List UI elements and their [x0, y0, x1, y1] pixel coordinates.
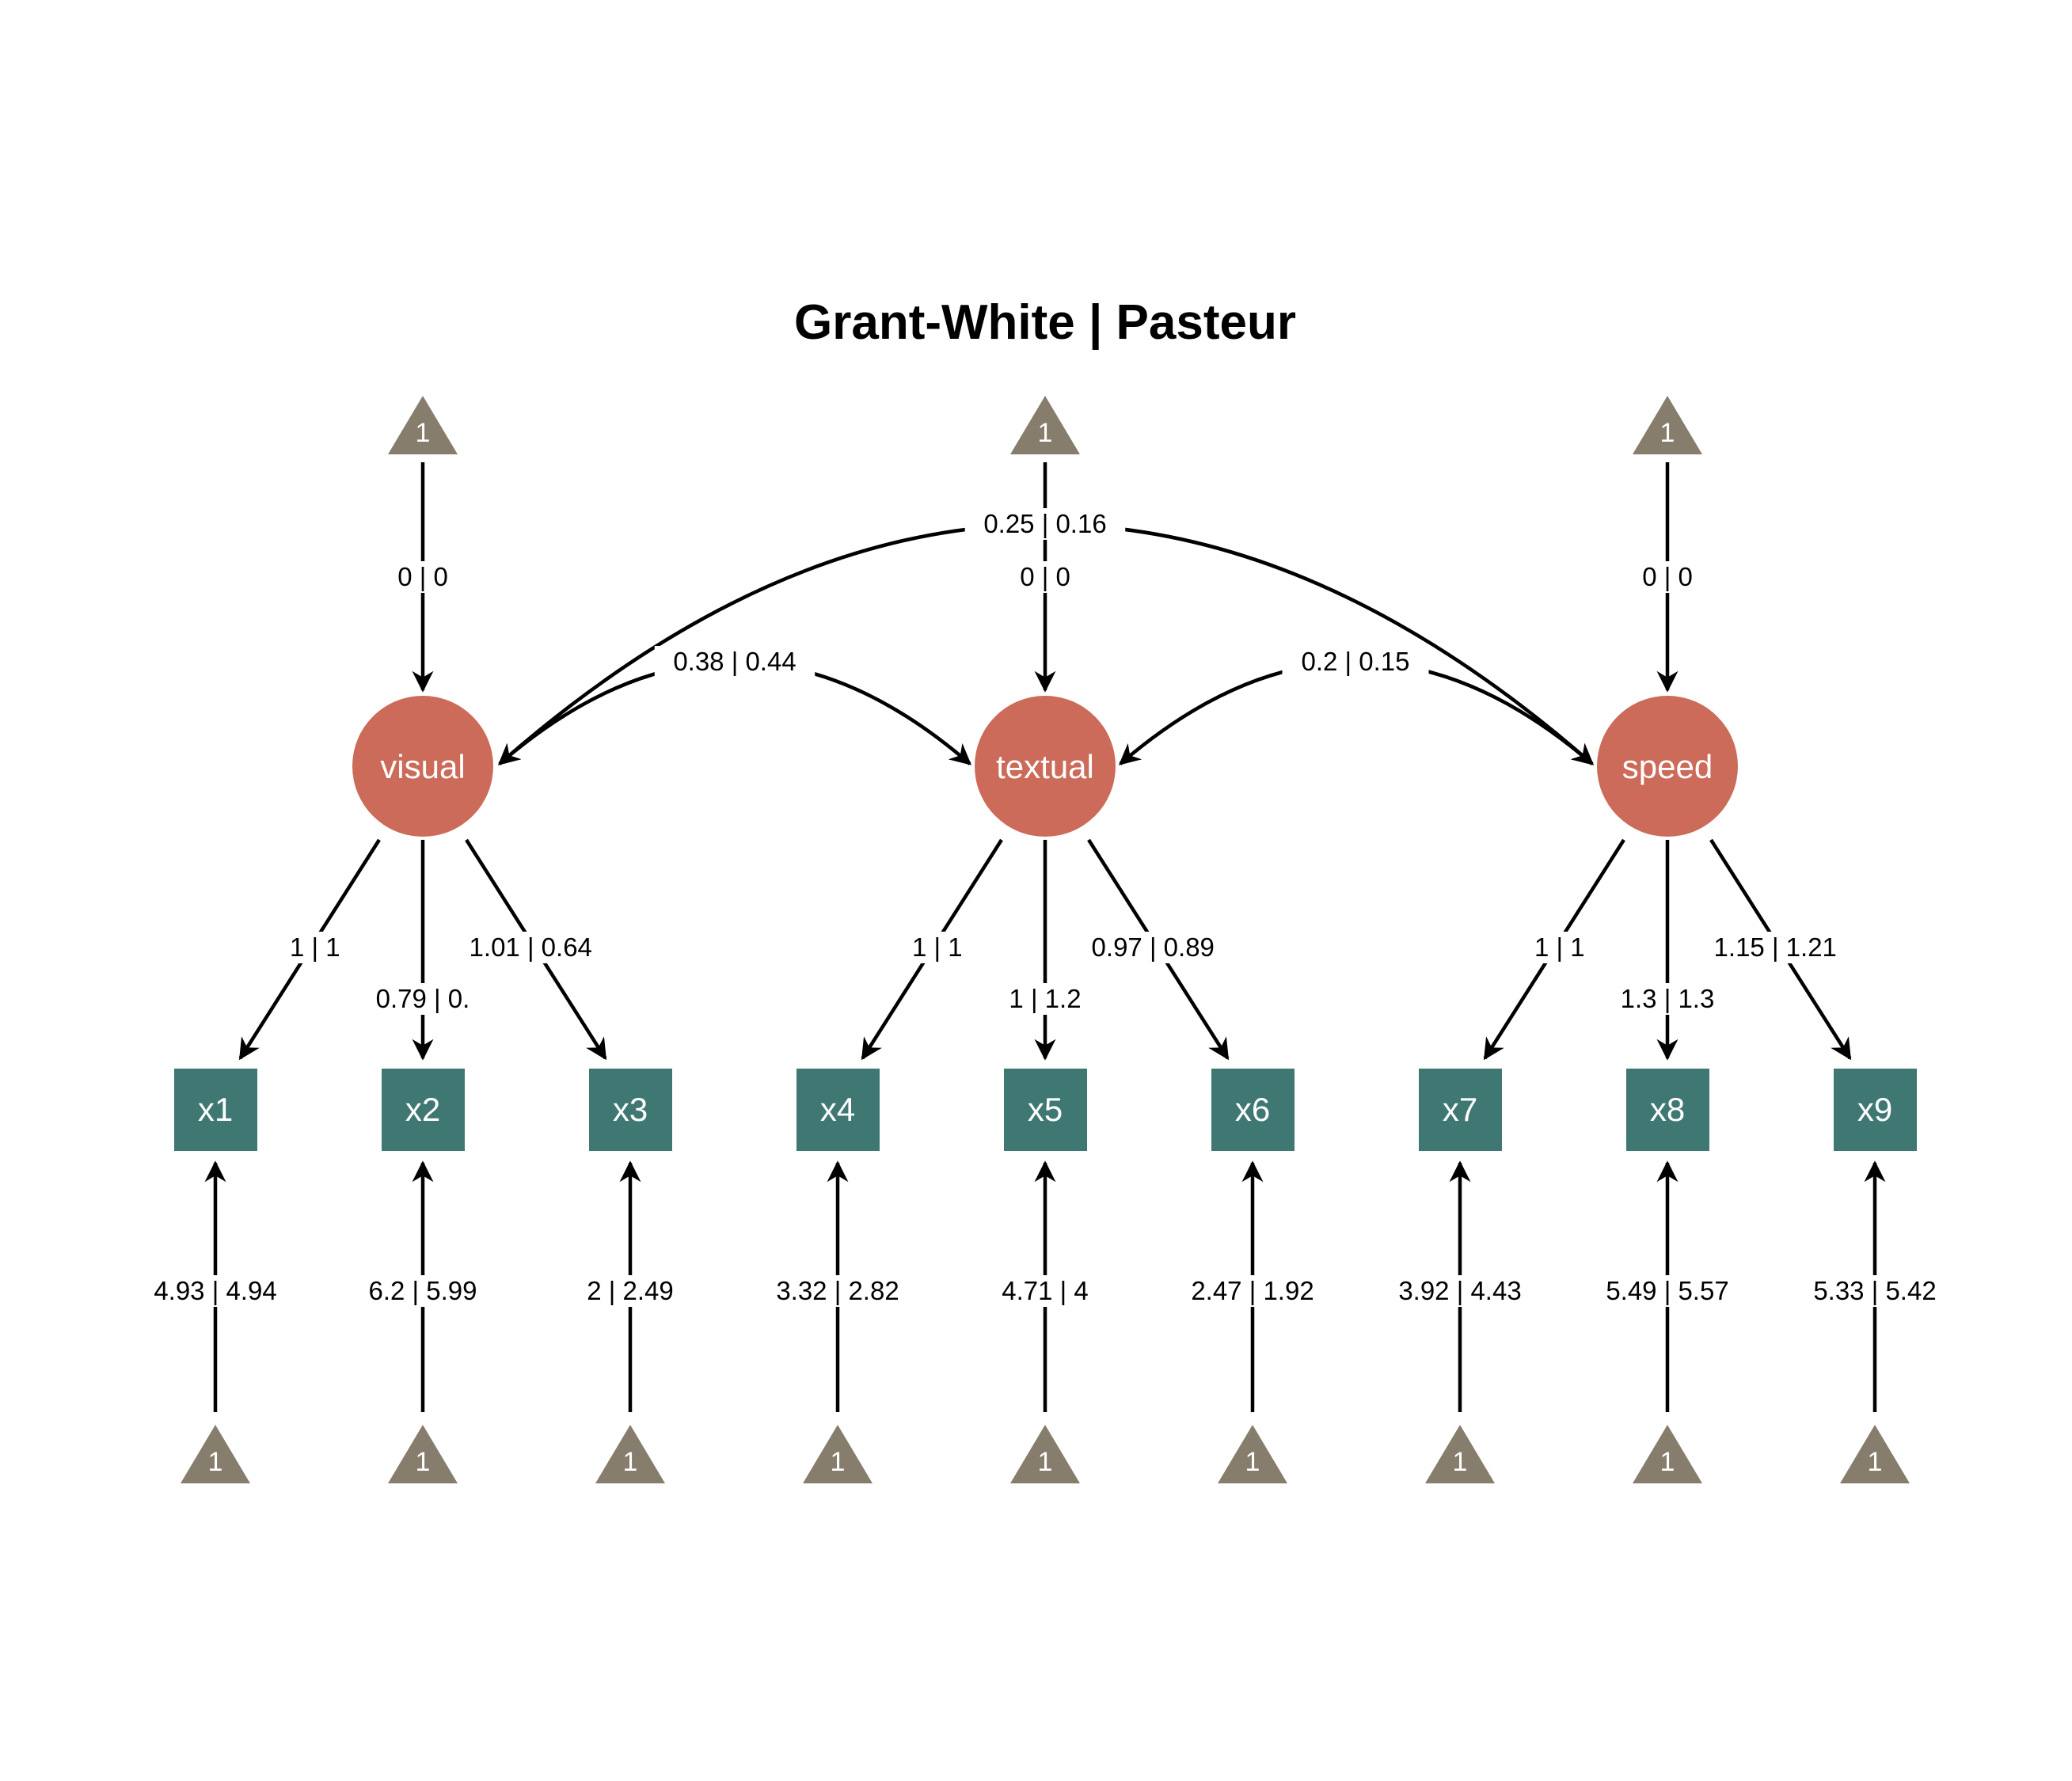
- loading-label-x5: 1 | 1.2: [992, 983, 1098, 1015]
- svg-text:0.97 | 0.89: 0.97 | 0.89: [1092, 932, 1215, 962]
- intercept-label-x1: 4.93 | 4.94: [135, 1275, 296, 1307]
- svg-text:x6: x6: [1235, 1091, 1270, 1128]
- svg-text:1: 1: [1660, 1447, 1675, 1477]
- observed-node-x4: x4: [796, 1069, 880, 1151]
- svg-text:x1: x1: [198, 1091, 233, 1128]
- svg-text:1 | 1.2: 1 | 1.2: [1009, 984, 1081, 1013]
- svg-text:1: 1: [1660, 418, 1675, 448]
- intercept-label-x4: 3.32 | 2.82: [757, 1275, 918, 1307]
- loading-label-x8: 1.3 | 1.3: [1601, 983, 1734, 1015]
- observed-node-x7: x7: [1419, 1069, 1502, 1151]
- svg-text:1: 1: [1453, 1447, 1468, 1477]
- svg-text:textual: textual: [996, 748, 1094, 785]
- svg-text:1: 1: [831, 1447, 846, 1477]
- svg-text:3.92 | 4.43: 3.92 | 4.43: [1398, 1276, 1521, 1305]
- observed-node-x9: x9: [1834, 1069, 1917, 1151]
- intercept-triangle-x1: 1: [181, 1425, 250, 1483]
- observed-node-x1: x1: [174, 1069, 257, 1151]
- diagram-title: Grant-White | Pasteur: [794, 295, 1296, 351]
- svg-text:1: 1: [1038, 418, 1053, 448]
- observed-node-x3: x3: [589, 1069, 672, 1151]
- svg-text:4.71 | 4: 4.71 | 4: [1002, 1276, 1089, 1305]
- svg-text:1: 1: [416, 418, 431, 448]
- svg-text:x4: x4: [820, 1091, 855, 1128]
- svg-text:5.49 | 5.57: 5.49 | 5.57: [1606, 1276, 1728, 1305]
- svg-text:0.38 | 0.44: 0.38 | 0.44: [673, 647, 796, 676]
- loading-label-x4: 1 | 1: [899, 932, 976, 963]
- intercept-triangle-x2: 1: [388, 1425, 458, 1483]
- intercept-triangle-x6: 1: [1218, 1425, 1287, 1483]
- intercept-label-x2: 6.2 | 5.99: [349, 1275, 496, 1307]
- svg-text:1.01 | 0.64: 1.01 | 0.64: [470, 932, 592, 962]
- intercept-label-x7: 3.92 | 4.43: [1379, 1275, 1541, 1307]
- intercept-label-visual: 0 | 0: [384, 561, 462, 593]
- observed-node-x2: x2: [382, 1069, 465, 1151]
- intercept-triangle-x4: 1: [803, 1425, 873, 1483]
- intercept-triangle-x7: 1: [1425, 1425, 1495, 1483]
- latent-node-speed: speed: [1597, 696, 1738, 837]
- intercept-label-speed: 0 | 0: [1629, 561, 1706, 593]
- svg-text:0 | 0: 0 | 0: [397, 562, 448, 591]
- intercept-triangle-visual: 1: [388, 396, 458, 454]
- observed-node-x8: x8: [1626, 1069, 1709, 1151]
- svg-text:0.25 | 0.16: 0.25 | 0.16: [983, 509, 1106, 538]
- intercept-label-textual: 0 | 0: [1006, 561, 1084, 593]
- svg-text:4.93 | 4.94: 4.93 | 4.94: [154, 1276, 276, 1305]
- svg-text:1: 1: [1868, 1447, 1883, 1477]
- latent-node-visual: visual: [352, 696, 493, 837]
- svg-text:x7: x7: [1443, 1091, 1477, 1128]
- covariance-label-textual-speed: 0.2 | 0.15: [1282, 646, 1429, 678]
- intercept-triangle-x9: 1: [1840, 1425, 1910, 1483]
- svg-text:1: 1: [623, 1447, 638, 1477]
- svg-text:x9: x9: [1857, 1091, 1892, 1128]
- svg-text:2.47 | 1.92: 2.47 | 1.92: [1191, 1276, 1314, 1305]
- svg-text:2 | 2.49: 2 | 2.49: [587, 1276, 674, 1305]
- loading-label-x1: 1 | 1: [276, 932, 354, 963]
- loading-label-x2: 0.79 | 0.: [356, 983, 489, 1015]
- svg-text:0.2 | 0.15: 0.2 | 0.15: [1301, 647, 1409, 676]
- intercept-label-x8: 5.49 | 5.57: [1587, 1275, 1748, 1307]
- loading-label-x3: 1.01 | 0.64: [450, 932, 611, 963]
- svg-text:visual: visual: [380, 748, 465, 785]
- observed-node-x5: x5: [1004, 1069, 1087, 1151]
- svg-text:3.32 | 2.82: 3.32 | 2.82: [776, 1276, 899, 1305]
- svg-text:x3: x3: [613, 1091, 648, 1128]
- intercept-triangle-speed: 1: [1633, 396, 1702, 454]
- covariance-label-visual-textual: 0.38 | 0.44: [654, 646, 815, 678]
- svg-text:5.33 | 5.42: 5.33 | 5.42: [1813, 1276, 1936, 1305]
- svg-text:1: 1: [1245, 1447, 1260, 1477]
- intercept-label-x6: 2.47 | 1.92: [1172, 1275, 1333, 1307]
- latent-node-textual: textual: [975, 696, 1116, 837]
- svg-text:1 | 1: 1 | 1: [912, 932, 963, 962]
- intercept-label-x5: 4.71 | 4: [986, 1275, 1104, 1307]
- observed-node-x6: x6: [1211, 1069, 1295, 1151]
- svg-text:1: 1: [208, 1447, 223, 1477]
- intercept-triangle-x8: 1: [1633, 1425, 1702, 1483]
- intercept-label-x3: 2 | 2.49: [571, 1275, 690, 1307]
- svg-text:0.79 | 0.: 0.79 | 0.: [376, 984, 470, 1013]
- svg-text:1: 1: [416, 1447, 431, 1477]
- svg-text:1 | 1: 1 | 1: [290, 932, 340, 962]
- intercept-triangle-x5: 1: [1010, 1425, 1080, 1483]
- intercept-label-x9: 5.33 | 5.42: [1794, 1275, 1956, 1307]
- svg-text:1.15 | 1.21: 1.15 | 1.21: [1714, 932, 1837, 962]
- covariance-label-visual-speed: 0.25 | 0.16: [964, 508, 1126, 540]
- svg-text:x8: x8: [1650, 1091, 1685, 1128]
- svg-text:1 | 1: 1 | 1: [1534, 932, 1585, 962]
- svg-text:x2: x2: [405, 1091, 440, 1128]
- loading-label-x6: 0.97 | 0.89: [1072, 932, 1234, 963]
- svg-text:1: 1: [1038, 1447, 1053, 1477]
- svg-text:0 | 0: 0 | 0: [1642, 562, 1693, 591]
- loading-label-x9: 1.15 | 1.21: [1694, 932, 1856, 963]
- svg-text:6.2 | 5.99: 6.2 | 5.99: [368, 1276, 477, 1305]
- svg-text:speed: speed: [1622, 748, 1713, 785]
- svg-text:x5: x5: [1028, 1091, 1063, 1128]
- intercept-triangle-textual: 1: [1010, 396, 1080, 454]
- intercept-triangle-x3: 1: [595, 1425, 665, 1483]
- svg-text:1.3 | 1.3: 1.3 | 1.3: [1621, 984, 1715, 1013]
- loading-label-x7: 1 | 1: [1521, 932, 1599, 963]
- svg-text:0 | 0: 0 | 0: [1020, 562, 1070, 591]
